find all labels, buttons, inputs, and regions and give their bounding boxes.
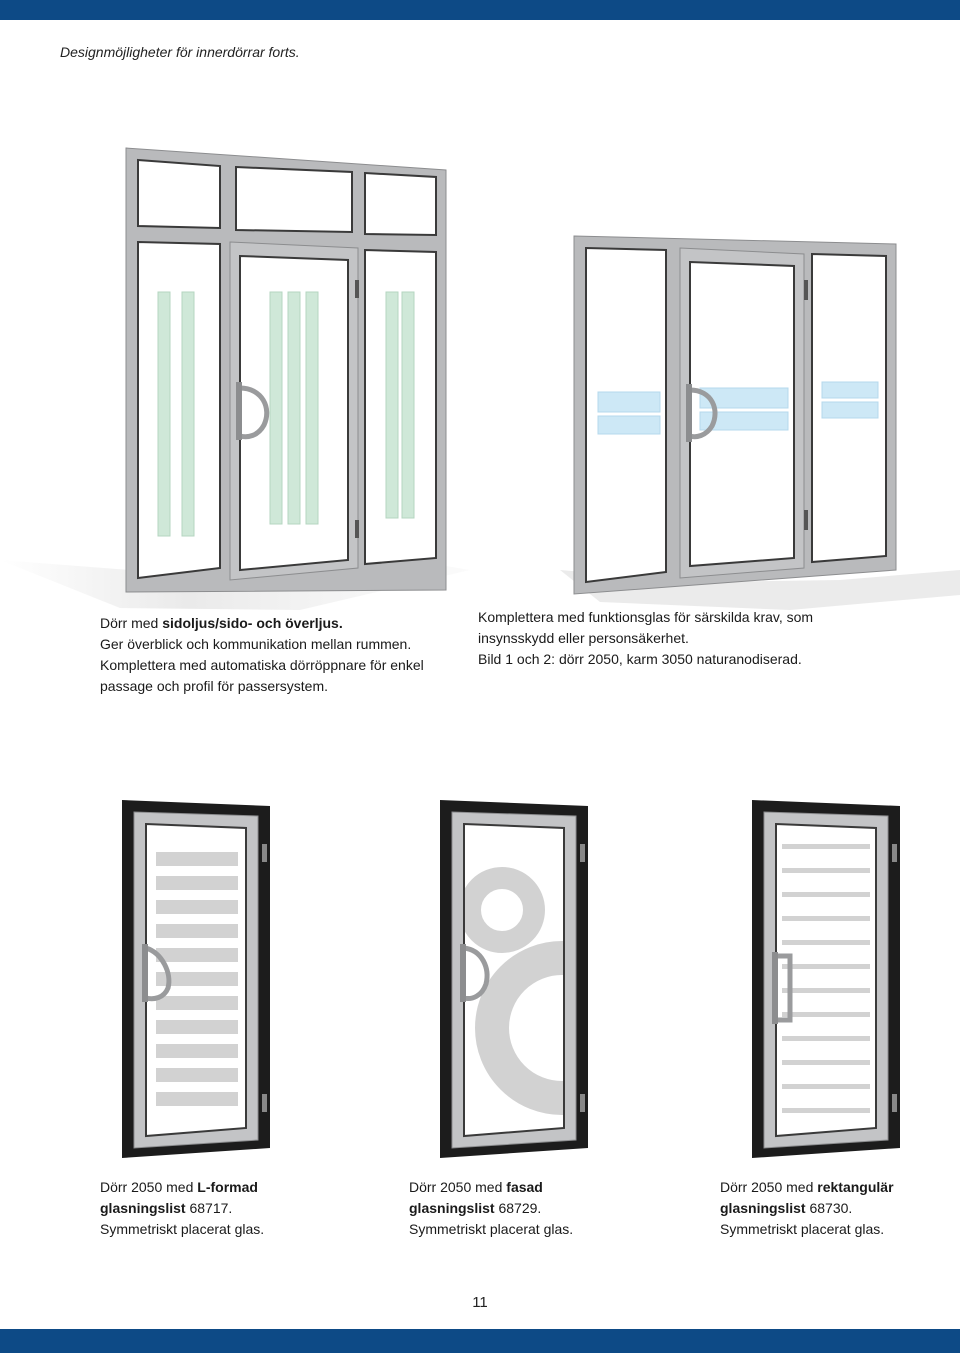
door-chamfered-bead-image [440, 800, 588, 1158]
caption-bold: glasningslist [409, 1200, 495, 1216]
caption-text: Symmetriskt placerat glas. [720, 1221, 885, 1237]
caption-text: Komplettera med automatiska dörröppnare … [100, 657, 424, 673]
caption-text: 68730. [805, 1200, 853, 1216]
top-band [0, 0, 960, 20]
page-header-title: Designmöjligheter för innerdörrar forts. [60, 44, 300, 60]
caption-text: Ger överblick och kommunikation mellan r… [100, 636, 412, 652]
door-caption-2: Dörr 2050 med fasad glasningslist 68729.… [409, 1177, 573, 1240]
sidelights-caption: Dörr med sidoljus/sido- och överljus. Ge… [100, 613, 424, 697]
caption-text: Dörr 2050 med [409, 1179, 507, 1195]
caption-text: 68729. [494, 1200, 542, 1216]
caption-text: insynsskydd eller personsäkerhet. [478, 630, 689, 646]
bottom-band [0, 1329, 960, 1353]
caption-bold: sidoljus/sido- och överljus. [162, 615, 343, 631]
caption-text: Dörr 2050 med [720, 1179, 818, 1195]
page-number: 11 [472, 1294, 488, 1311]
door-caption-3: Dörr 2050 med rektangulär glasningslist … [720, 1177, 894, 1240]
caption-text: Symmetriskt placerat glas. [100, 1221, 265, 1237]
caption-text: passage och profil för passersystem. [100, 678, 328, 694]
caption-text: Dörr med [100, 615, 163, 631]
caption-bold: rektangulär [817, 1179, 894, 1195]
door-rectangular-bead-image [752, 800, 900, 1158]
caption-bold: glasningslist [720, 1200, 806, 1216]
caption-bold: L-formad [197, 1179, 258, 1195]
caption-bold: glasningslist [100, 1200, 186, 1216]
caption-text: Dörr 2050 med [100, 1179, 198, 1195]
door-with-sidelights-image [0, 147, 470, 610]
function-glass-caption: Komplettera med funktionsglas för särski… [478, 607, 813, 670]
door-l-shaped-bead-image [122, 800, 270, 1158]
door-caption-1: Dörr 2050 med L-formad glasningslist 687… [100, 1177, 264, 1240]
caption-text: Bild 1 och 2: dörr 2050, karm 3050 natur… [478, 651, 802, 667]
caption-bold: fasad [506, 1179, 543, 1195]
caption-text: 68717. [185, 1200, 233, 1216]
caption-text: Komplettera med funktionsglas för särski… [478, 609, 814, 625]
caption-text: Symmetriskt placerat glas. [409, 1221, 574, 1237]
double-door-with-sidelights-image [560, 235, 960, 610]
